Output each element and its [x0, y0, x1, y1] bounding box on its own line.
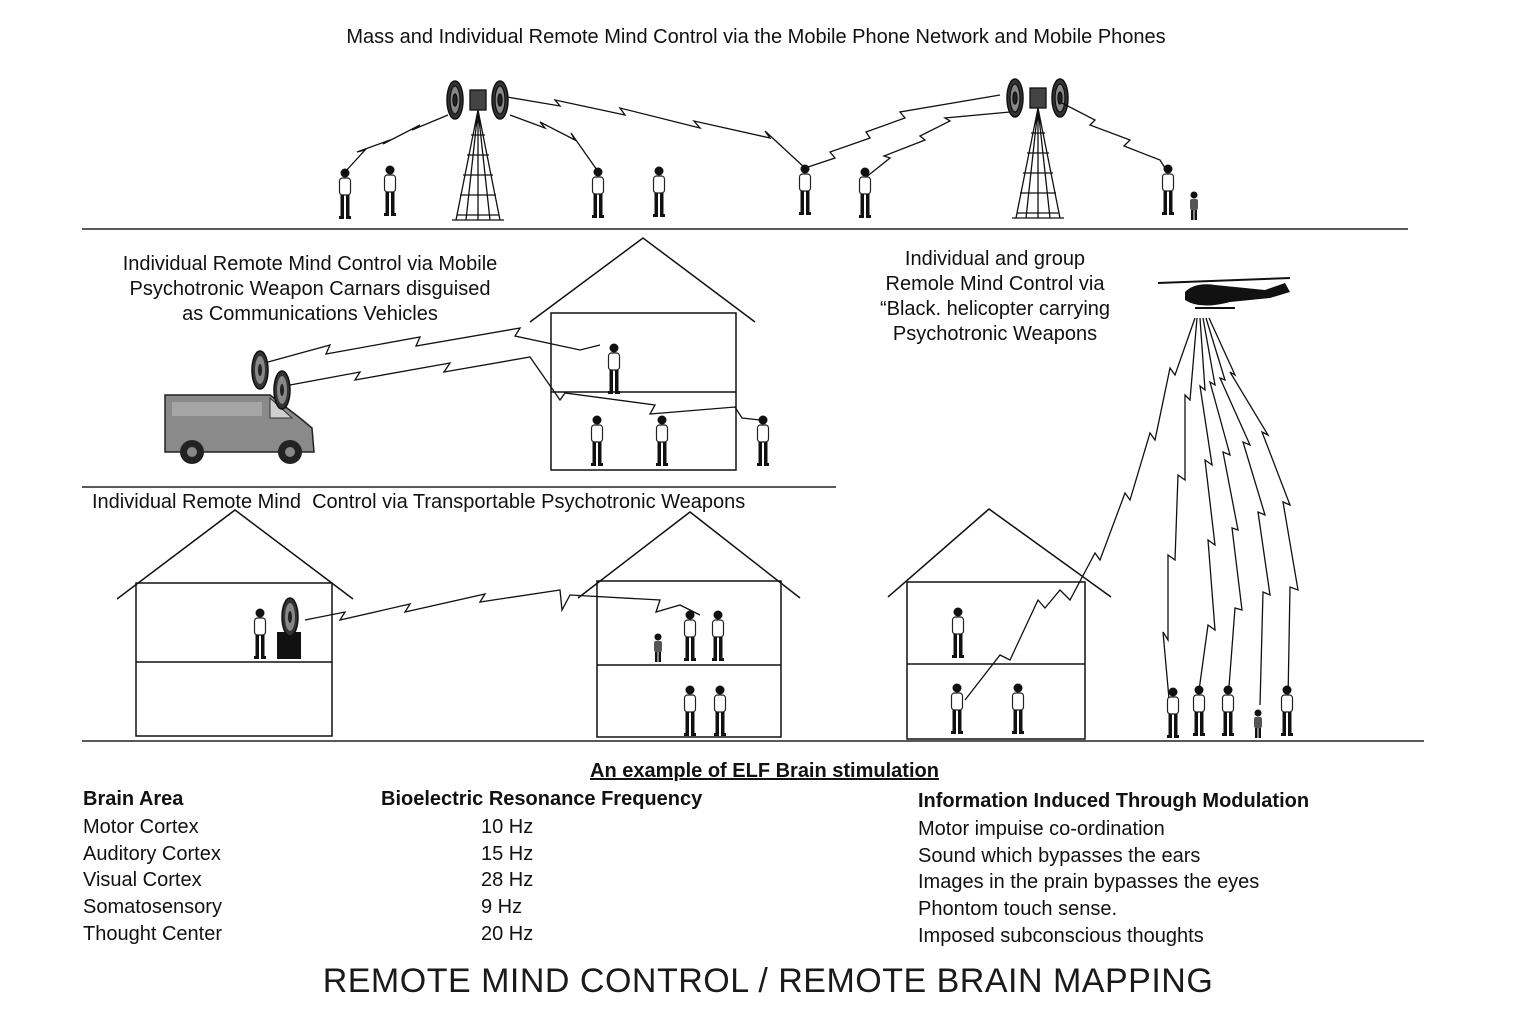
caption-vehicle-line-2: Psychotronic Weapon Carnars disguised — [129, 278, 491, 300]
table-cell-frequency: 15 Hz — [481, 842, 534, 865]
header-information: Information Induced Through Modulation — [918, 790, 1310, 812]
table-cell-area: Visual Cortex — [83, 869, 202, 892]
caption-helicopter-line-4: Psychotronic Weapons — [892, 323, 1098, 345]
table-cell-area: Motor Cortex — [83, 816, 199, 838]
column-information: Information Induced Through Modulation M… — [918, 790, 1309, 949]
people-transportable-section — [253, 606, 1025, 737]
caption-helicopter-line-1: Individual and group — [904, 248, 1086, 270]
cell-tower-left — [446, 80, 509, 221]
caption-mobile-network: Mass and Individual Remote Mind Control … — [346, 26, 1166, 48]
table-cell-information: Motor impuise co-ordination — [918, 818, 1165, 840]
caption-vehicle-line-3: as Communications Vehicles — [182, 303, 438, 325]
table-cell-frequency: 20 Hz — [481, 922, 534, 945]
house-transportable-middle — [577, 511, 801, 738]
signal-waves-transportable — [304, 589, 701, 621]
table-title: An example of ELF Brain stimulation — [590, 760, 939, 782]
caption-helicopter-line-2: Remole Mind Control via — [885, 273, 1105, 295]
signal-waves-network — [344, 94, 1166, 179]
table-cell-area: Thought Center — [83, 922, 222, 945]
people-helicopter-section — [1166, 684, 1294, 739]
table-cell-area: Somatosensory — [83, 896, 222, 919]
column-brain-area: Brain Area Motor Cortex Auditory Cortex … — [83, 788, 222, 947]
signal-waves-helicopter — [964, 317, 1299, 711]
house-transportable-left — [116, 509, 354, 737]
house-helicopter-target — [887, 508, 1112, 740]
table-cell-information: Sound which bypasses the ears — [918, 844, 1201, 867]
table-cell-information: Images in the prain bypasses the eyes — [918, 871, 1260, 894]
table-cell-information: Imposed subconscious thoughts — [918, 924, 1204, 947]
surveillance-van — [164, 350, 315, 464]
header-frequency: Bioelectric Resonance Frequency — [381, 788, 703, 810]
people-vehicle-section — [590, 342, 770, 467]
table-cell-information: Phontom touch sense. — [918, 898, 1118, 921]
caption-vehicle: Individual Remote Mind Control via Mobil… — [95, 252, 525, 327]
table-cell-frequency: 10 Hz — [481, 816, 534, 838]
transportable-weapon — [277, 597, 301, 659]
table-cell-frequency: 28 Hz — [481, 869, 534, 892]
caption-helicopter: Individual and group Remole Mind Control… — [840, 247, 1150, 347]
header-brain-area: Brain Area — [83, 788, 184, 810]
caption-helicopter-line-3: “Black. helicopter carrying — [879, 298, 1111, 320]
signal-waves-van — [267, 327, 761, 421]
footer-title: REMOTE MIND CONTROL / REMOTE BRAIN MAPPI… — [322, 962, 1214, 1000]
house-vehicle-section — [529, 237, 756, 471]
table-cell-area: Auditory Cortex — [83, 842, 221, 865]
caption-vehicle-line-1: Individual Remote Mind Control via Mobil… — [122, 253, 498, 275]
people-network — [338, 163, 1198, 220]
column-frequency: Bioelectric Resonance Frequency 10 Hz 15… — [381, 788, 702, 947]
table-cell-frequency: 9 Hz — [481, 896, 523, 919]
black-helicopter — [1157, 277, 1291, 309]
caption-transportable: Individual Remote Mind Control via Trans… — [92, 491, 746, 513]
cell-tower-right — [1006, 78, 1069, 219]
